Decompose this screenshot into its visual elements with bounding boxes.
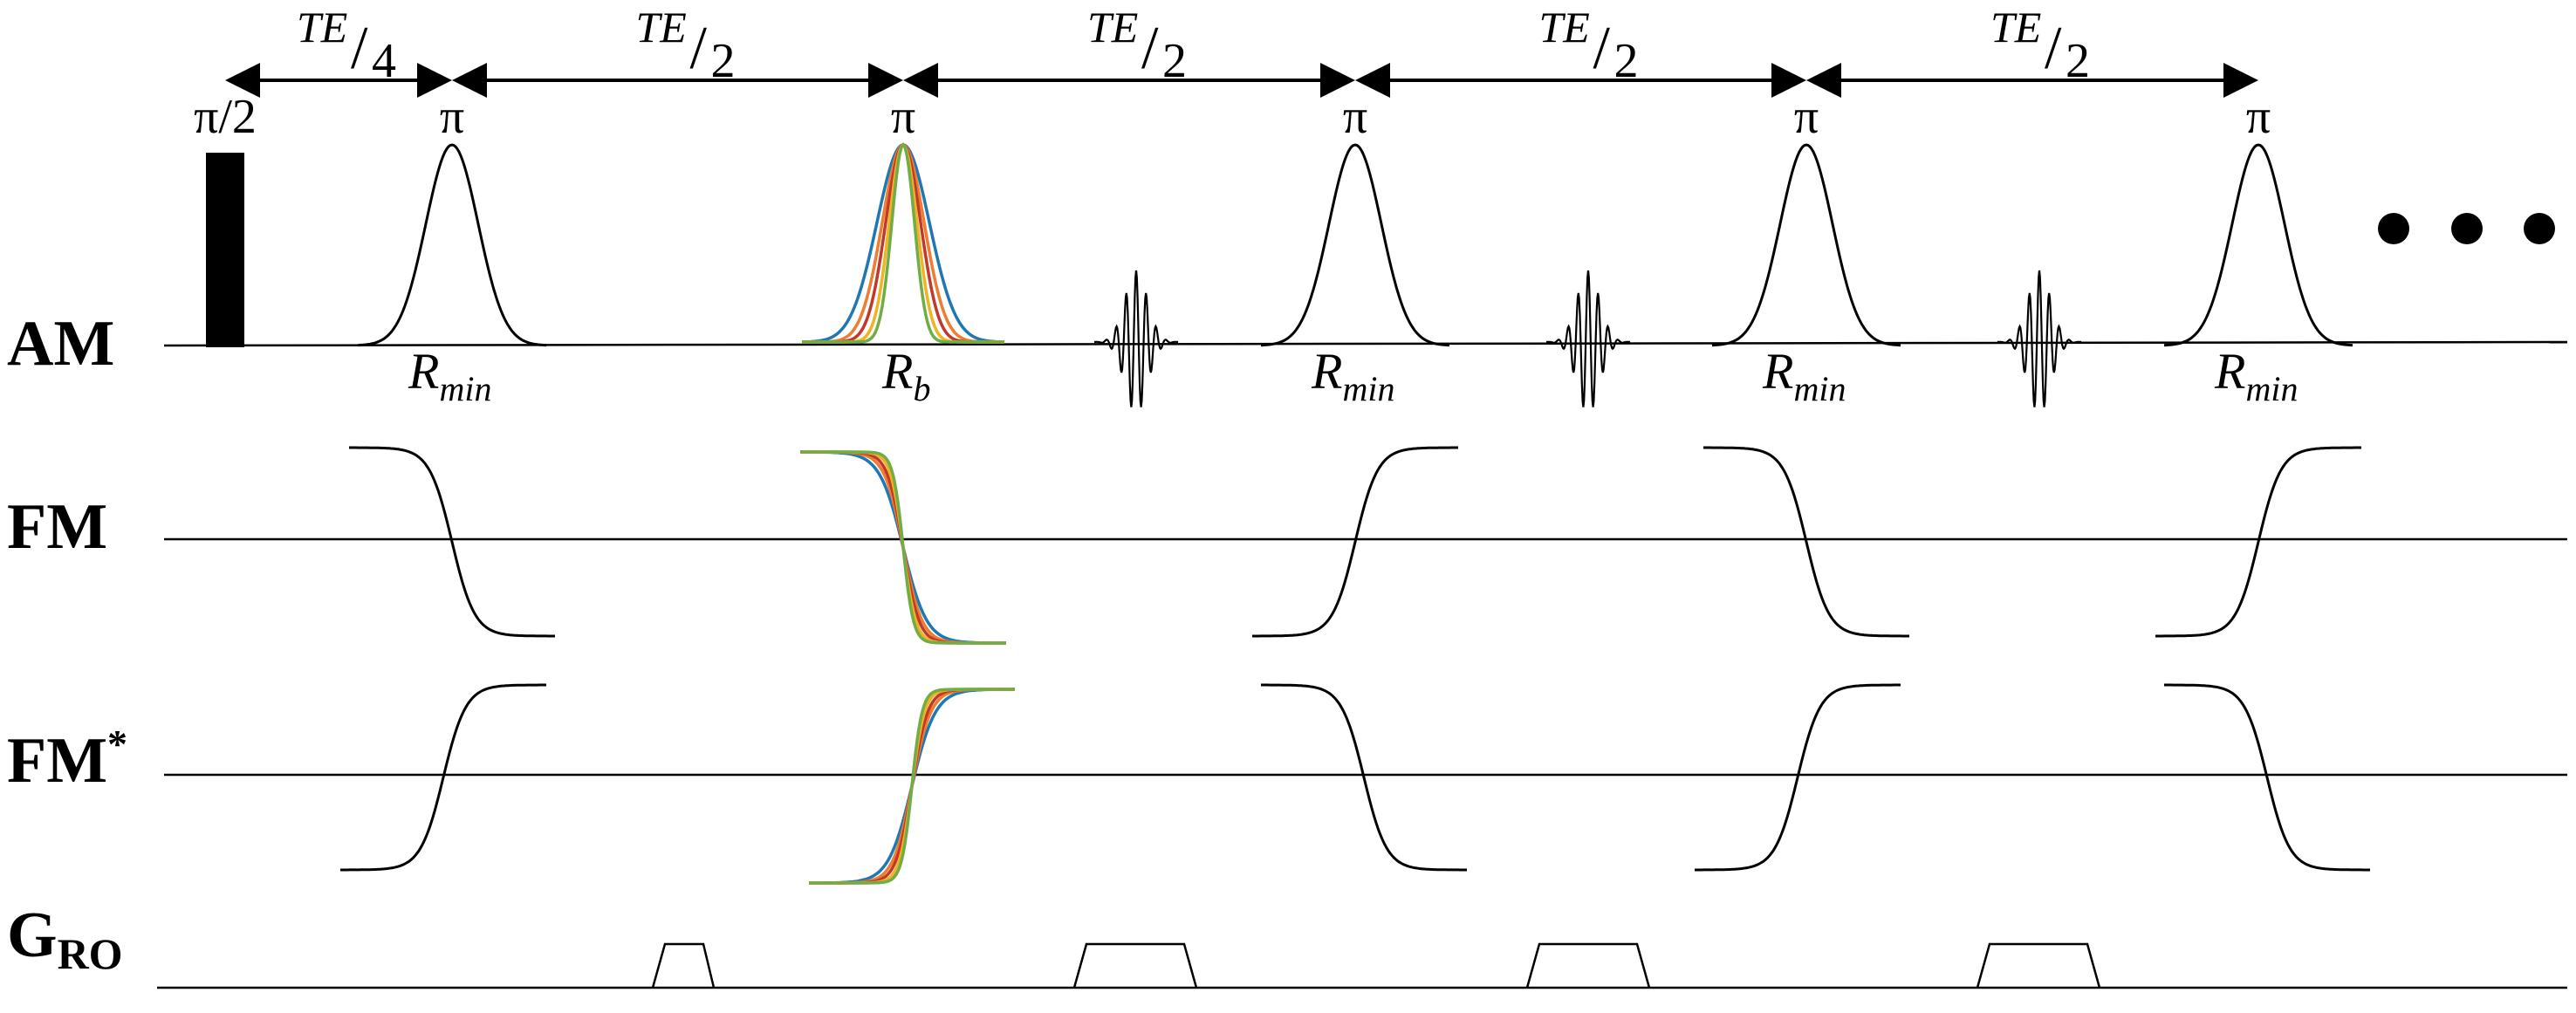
rb-label: Rb <box>881 343 930 408</box>
rmin-label: Rmin <box>2214 343 2298 408</box>
bandwidth-pulse <box>802 143 1004 344</box>
bandwidth-pulse <box>802 142 1004 344</box>
refocus-pulse-label: π <box>1794 90 1819 144</box>
bandwidth-fm-sweep <box>800 450 1006 645</box>
timing-arrows: TE/4TE/2TE/2TE/2TE/2 <box>225 3 2258 98</box>
r-labels: Rmin Rb Rmin Rmin Rmin <box>408 343 2298 408</box>
refocus-pulse-label: π <box>891 90 915 144</box>
echo-signal <box>1093 270 1179 407</box>
echo-signal <box>1545 270 1631 407</box>
interval-denominator: 2 <box>711 34 736 88</box>
refocus-pulse-label: π <box>2246 90 2271 144</box>
bandwidth-pulse <box>802 142 1004 344</box>
interval-te-label: TE <box>636 3 687 51</box>
fm-sweep <box>349 446 555 638</box>
fm-star-sweep <box>1261 683 1467 872</box>
echo-signals <box>1093 270 2082 407</box>
refocus-pulse <box>358 143 546 347</box>
interval-slash: / <box>2045 15 2062 82</box>
interval-te-label: TE <box>1990 3 2041 51</box>
rmin-label: Rmin <box>1762 343 1846 408</box>
excitation-pulse-bar <box>206 153 244 347</box>
continuation-ellipsis-icon <box>2378 213 2555 244</box>
fm-star-sweep <box>2164 683 2370 872</box>
echo-signal <box>1997 270 2082 407</box>
fm-star-sweeps <box>340 683 2370 885</box>
interval-slash: / <box>1141 15 1159 82</box>
interval-slash: / <box>1593 15 1611 82</box>
fm-sweep <box>2155 446 2361 638</box>
readout-gradient-lobe <box>1072 942 1198 989</box>
interval-te-label: TE <box>1539 3 1590 51</box>
readout-gradients <box>651 942 2101 989</box>
fm-sweep <box>1703 446 1909 638</box>
interval-denominator: 4 <box>372 34 396 88</box>
am-channel-label: AM <box>7 308 114 380</box>
interval-te-label: TE <box>297 3 347 51</box>
interval-denominator: 2 <box>2066 34 2090 88</box>
fm-star-sweep <box>340 683 546 872</box>
interval-slash: / <box>690 15 708 82</box>
interval-slash: / <box>351 15 368 82</box>
bandwidth-pulse <box>802 143 1004 344</box>
bandwidth-pulse <box>801 143 1005 344</box>
fm-sweeps <box>349 446 2361 645</box>
rmin-label: Rmin <box>408 343 491 408</box>
fm-channel-label: FM <box>7 491 107 563</box>
readout-gradient-lobe <box>651 942 716 989</box>
refocus-pulse <box>1712 143 1901 347</box>
refocus-pulse-label: π <box>440 90 464 144</box>
rmin-label: Rmin <box>1311 343 1394 408</box>
am-baseline <box>163 340 2568 347</box>
interval-denominator: 2 <box>1162 34 1187 88</box>
refocus-pulse-label: π <box>1343 90 1367 144</box>
excitation-pulse-label: π/2 <box>194 90 257 144</box>
fm-sweep <box>1252 446 1458 638</box>
refocus-pulse <box>1261 143 1449 347</box>
interval-te-label: TE <box>1087 3 1138 51</box>
gro-channel-label: GRO <box>7 900 123 978</box>
fm-star-channel-label: FM* <box>7 722 127 797</box>
fm-star-sweep <box>1695 683 1901 872</box>
readout-gradient-lobe <box>1525 942 1651 989</box>
interval-denominator: 2 <box>1614 34 1639 88</box>
readout-gradient-lobe <box>1976 942 2101 989</box>
bandwidth-fm-star-sweep <box>809 688 1015 885</box>
refocus-pulse <box>2164 143 2353 347</box>
